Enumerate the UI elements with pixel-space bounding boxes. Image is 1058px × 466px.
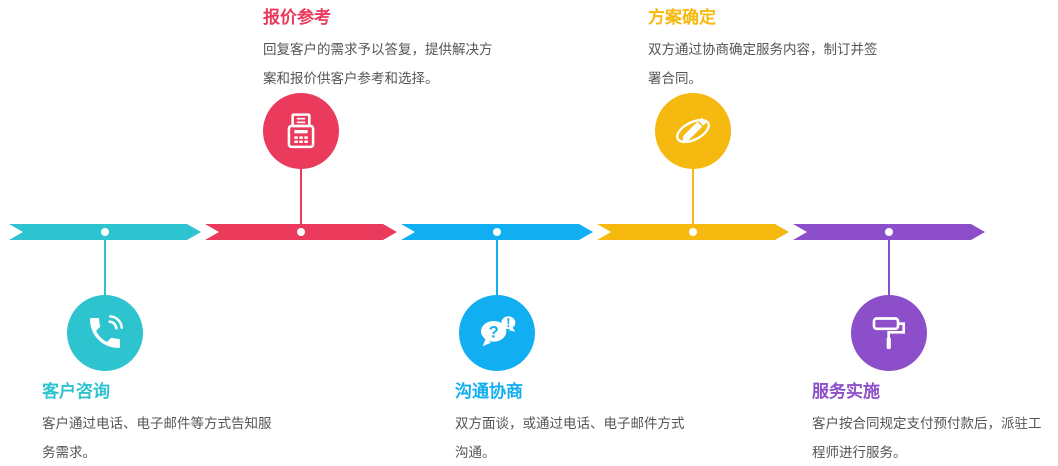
paint-roller-icon [872, 317, 905, 349]
step-icon-circle [851, 295, 927, 371]
connector-line [496, 240, 498, 296]
timeline-dot [493, 228, 501, 236]
svg-text:!: ! [506, 316, 510, 330]
phone-icon [90, 315, 123, 348]
step-icon-circle: ? ! [459, 295, 535, 371]
pen-signature-icon [676, 118, 710, 144]
step-title: 服务实施 [812, 382, 880, 401]
connector-line [104, 240, 106, 296]
connector-line [692, 168, 694, 224]
step-title: 方案确定 [648, 8, 716, 27]
step-text-block: 服务实施 客户按合同规定支付预付款后，派驻工程师进行服务。 [812, 380, 1052, 466]
connector-line [300, 168, 302, 224]
step-description: 双方面谈，或通过电话、电子邮件方式沟通。 [455, 416, 685, 460]
step-text-block: 沟通协商 双方面谈，或通过电话、电子邮件方式沟通。 [455, 380, 695, 466]
step-title: 客户咨询 [42, 382, 110, 401]
timeline-dot [885, 228, 893, 236]
step-title: 沟通协商 [455, 382, 523, 401]
step-icon-circle [67, 295, 143, 371]
step-title: 报价参考 [263, 8, 331, 27]
timeline-dot [297, 228, 305, 236]
timeline-dot [689, 228, 697, 236]
receipt-printer-icon [287, 113, 315, 149]
step-description: 客户按合同规定支付预付款后，派驻工程师进行服务。 [812, 416, 1042, 460]
connector-line [888, 240, 890, 296]
step-text-block: 客户咨询 客户通过电话、电子邮件等方式告知服务需求。 [42, 380, 282, 466]
step-description: 客户通过电话、电子邮件等方式告知服务需求。 [42, 416, 272, 460]
step-description: 回复客户的需求予以答复，提供解决方案和报价供客户参考和选择。 [263, 42, 493, 86]
timeline-dot [101, 228, 109, 236]
chat-bubbles-icon: ? ! [481, 316, 516, 347]
svg-text:?: ? [489, 322, 499, 341]
step-icon-circle [655, 93, 731, 169]
step-description: 双方通过协商确定服务内容，制订并签署合同。 [648, 42, 878, 86]
step-text-block: 方案确定 双方通过协商确定服务内容，制订并签署合同。 [648, 6, 888, 93]
step-text-block: 报价参考 回复客户的需求予以答复，提供解决方案和报价供客户参考和选择。 [263, 6, 503, 93]
step-icon-circle [263, 93, 339, 169]
